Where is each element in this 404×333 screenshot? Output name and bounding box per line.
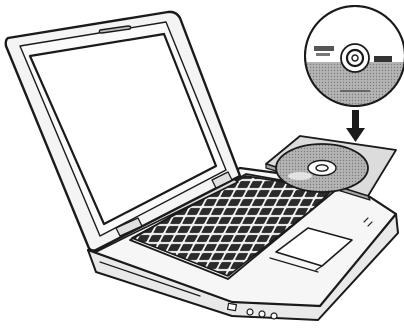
tray-disc-highlight <box>288 172 312 180</box>
front-port-3 <box>259 311 265 317</box>
disc-center-hole <box>352 55 358 61</box>
front-port-1 <box>228 303 237 310</box>
optical-disc-icon <box>305 6 404 106</box>
tray-disc-spindle <box>316 165 328 171</box>
front-port-4 <box>271 313 277 319</box>
disc-label-text-right <box>374 56 392 62</box>
front-port-2 <box>247 309 253 315</box>
disc-label-text-left <box>314 46 334 51</box>
insert-arrow-icon <box>346 110 365 142</box>
